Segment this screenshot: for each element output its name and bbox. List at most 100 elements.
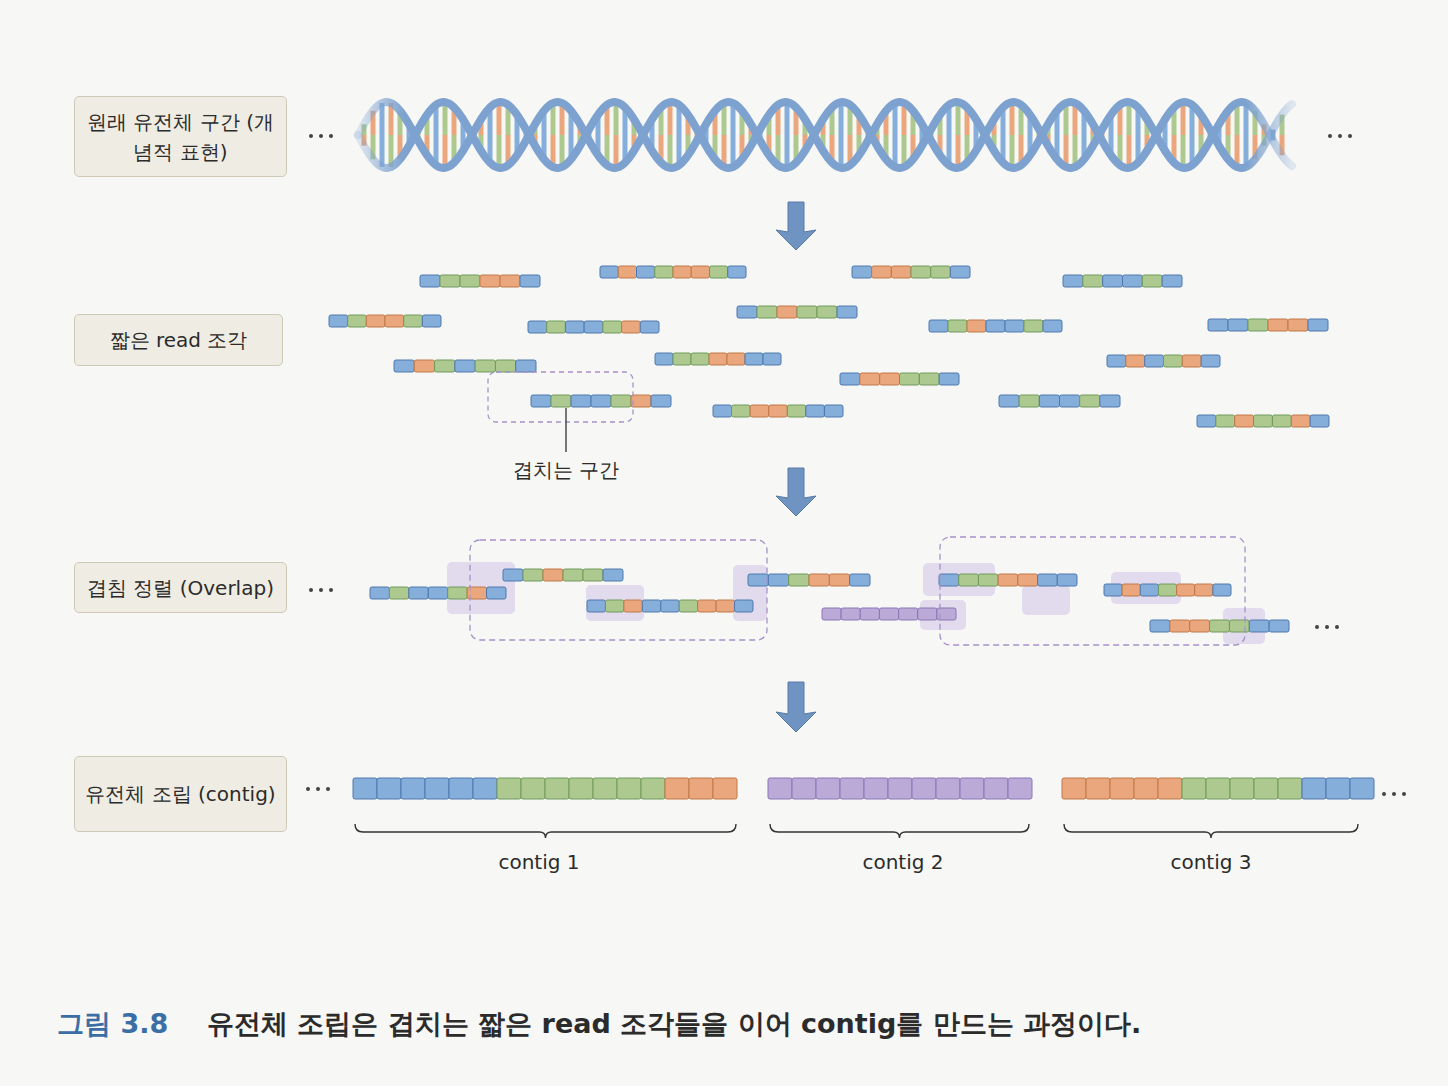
base-pair: [785, 102, 790, 135]
callout-label: 겹치는 구간: [513, 457, 619, 484]
contig-block: [816, 778, 840, 799]
read-fragment: [600, 266, 746, 278]
base-pair: [956, 102, 961, 135]
ellipsis-dot: [309, 134, 313, 138]
overlap-outline: [940, 537, 1245, 645]
contig-block: [521, 778, 545, 799]
contig-block: [353, 778, 377, 799]
ellipsis-dot: [1402, 792, 1406, 796]
contig-block: [641, 778, 665, 799]
contig-block: [1134, 778, 1158, 799]
dna-strand: [358, 102, 1292, 168]
step-label-box: 유전체 조립 (contig): [74, 756, 287, 832]
overlap-highlight: [586, 585, 644, 621]
overlap-highlight: [733, 565, 767, 621]
read-fragment: [394, 360, 536, 372]
read-fragment: [370, 587, 506, 599]
ellipsis-dot: [316, 787, 320, 791]
base-pair: [1010, 102, 1015, 135]
base-pair: [668, 135, 673, 168]
contig-block: [665, 778, 689, 799]
read-fragment: [1107, 355, 1220, 367]
ellipsis-dot: [309, 588, 313, 592]
base-pair: [443, 102, 448, 135]
read-fragment: [587, 600, 753, 612]
base-pair: [1010, 135, 1015, 168]
contig-block: [888, 778, 912, 799]
read-fragment: [531, 395, 671, 407]
contig-block: [1110, 778, 1134, 799]
contig-block: [1254, 778, 1278, 799]
ellipsis-dot: [319, 588, 323, 592]
contig-block: [1062, 778, 1086, 799]
base-pair: [839, 102, 844, 135]
read-fragment: [713, 405, 843, 417]
base-pair: [497, 102, 502, 135]
contig-block: [864, 778, 888, 799]
read-fragment: [1104, 584, 1231, 596]
contig-block: [1350, 778, 1374, 799]
contig-block: [1326, 778, 1350, 799]
base-pair: [1127, 102, 1132, 135]
read-fragment: [999, 395, 1120, 407]
read-fragment: [1150, 620, 1289, 632]
contig-block: [545, 778, 569, 799]
base-pair: [785, 135, 790, 168]
ellipsis-dot: [1348, 134, 1352, 138]
contig-block: [1086, 778, 1110, 799]
read-fragment: [737, 306, 857, 318]
figure-number: 그림 3.8: [57, 1006, 168, 1042]
ellipsis-dot: [1325, 625, 1329, 629]
step-label-box: 원래 유전체 구간 (개념적 표현): [74, 96, 287, 177]
ellipsis-dot: [326, 787, 330, 791]
base-pair: [443, 135, 448, 168]
contig-label: contig 2: [862, 850, 943, 874]
base-pair: [668, 102, 673, 135]
step-label: 짧은 read 조각: [110, 325, 248, 355]
read-fragment: [840, 373, 959, 385]
contig-block: [912, 778, 936, 799]
contig-block: [593, 778, 617, 799]
contig-block: [768, 778, 792, 799]
contig-block: [569, 778, 593, 799]
contig-block: [840, 778, 864, 799]
step-label-box: 겹침 정렬 (Overlap): [74, 562, 287, 613]
read-fragment: [655, 353, 781, 365]
ellipsis-dot: [1328, 134, 1332, 138]
read-fragment: [929, 320, 1062, 332]
contig-block: [1230, 778, 1254, 799]
base-pair: [614, 102, 619, 135]
ellipsis-dot: [1335, 625, 1339, 629]
step-label-box: 짧은 read 조각: [74, 314, 283, 366]
contig-block: [984, 778, 1008, 799]
read-fragment: [528, 321, 659, 333]
overlap-outline: [488, 372, 633, 422]
ellipsis-dot: [1382, 792, 1386, 796]
ellipsis-dot: [329, 588, 333, 592]
read-fragment: [503, 569, 623, 581]
contig-brace: [1064, 824, 1358, 838]
contig-block: [1158, 778, 1182, 799]
dna-helix: [358, 102, 1292, 168]
ellipsis-dot: [1392, 792, 1396, 796]
contig-block: [617, 778, 641, 799]
ellipsis-dot: [1338, 134, 1342, 138]
overlap-highlight: [1022, 585, 1070, 615]
contig-block: [1278, 778, 1302, 799]
contig-brace: [355, 824, 736, 838]
contig-block: [497, 778, 521, 799]
contig-block: [1182, 778, 1206, 799]
leader-line: [565, 408, 566, 452]
base-pair: [956, 135, 961, 168]
contig-block: [1008, 778, 1032, 799]
read-fragment: [748, 574, 870, 586]
read-fragment: [852, 266, 970, 278]
overlap-outline: [470, 540, 767, 640]
read-fragment: [420, 275, 540, 287]
base-pair: [497, 135, 502, 168]
ellipsis-dot: [319, 134, 323, 138]
figure-caption: 유전체 조립은 겹치는 짧은 read 조각들을 이어 contig를 만드는 …: [207, 1006, 1141, 1042]
ellipsis-dot: [1315, 625, 1319, 629]
step-arrow: [776, 202, 816, 250]
contig-block: [936, 778, 960, 799]
